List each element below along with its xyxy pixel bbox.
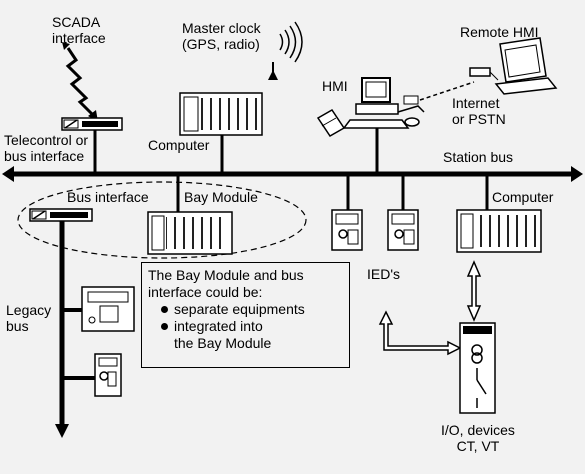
gps-antenna-icon <box>268 21 303 80</box>
note-bullet-2: integrated into <box>161 318 349 335</box>
remote-laptop-icon <box>469 37 558 95</box>
master-clock-label: Master clock (GPS, radio) <box>182 20 261 52</box>
internet-label: Internet or PSTN <box>452 95 506 127</box>
ied-link-arrow <box>378 310 462 356</box>
scada-radio-link-icon <box>62 42 98 122</box>
telecontrol-label-line-1: Telecontrol or <box>4 132 89 148</box>
top-computer-icon <box>179 92 263 174</box>
grouping-ellipse <box>17 181 307 259</box>
telecontrol-label-line-2: bus interface <box>4 148 85 164</box>
legacy-device-2-icon <box>94 353 122 397</box>
legacy-bus-label-line-1: Legacy <box>6 302 52 318</box>
legacy-device-1-icon <box>81 286 135 332</box>
legacy-bus-label-line-2: bus <box>6 318 29 334</box>
computer-top-label: Computer <box>148 137 210 153</box>
remote-hmi-label: Remote HMI <box>460 24 539 40</box>
internet-label-line-2: or PSTN <box>452 111 506 127</box>
io-devices-label: I/O, devices CT, VT <box>441 422 515 454</box>
internet-label-line-1: Internet <box>452 95 500 111</box>
scada-label-line-2: interface <box>52 30 106 46</box>
io-devices-label-line-1: I/O, devices <box>441 422 515 438</box>
telecontrol-label: Telecontrol or bus interface <box>4 132 88 164</box>
bus-interface-label: Bus interface <box>67 189 149 205</box>
master-clock-label-line-1: Master clock <box>182 20 261 36</box>
note-bullet-list: separate equipments integrated into the … <box>148 301 349 352</box>
station-bus-line <box>2 166 583 182</box>
hmi-label: HMI <box>322 78 348 94</box>
hmi-workstation-icon <box>316 77 475 174</box>
telecontrol-device-icon <box>61 117 123 174</box>
note-bullet-2-continuation: the Bay Module <box>174 335 272 351</box>
station-bus-label: Station bus <box>443 149 514 165</box>
note-bullet-1: separate equipments <box>161 301 349 318</box>
note-box: The Bay Module and bus interface could b… <box>141 262 350 368</box>
master-clock-label-line-2: (GPS, radio) <box>182 36 260 52</box>
legacy-bus-label: Legacy bus <box>6 302 51 334</box>
legacy-bus-line <box>55 214 96 438</box>
io-devices-label-line-2: CT, VT <box>456 438 500 454</box>
scada-label-line-1: SCADA <box>52 14 101 30</box>
scada-label: SCADA interface <box>52 14 106 46</box>
bay-module-rack-icon <box>147 174 233 255</box>
ieds-label: IED's <box>367 266 401 282</box>
note-intro-line-1: The Bay Module and bus <box>148 267 304 283</box>
bay-module-label: Bay Module <box>184 189 258 205</box>
io-link-arrow <box>466 260 482 322</box>
bus-interface-device-icon <box>29 208 93 222</box>
ied-device-2-icon <box>387 174 419 251</box>
right-computer-icon <box>456 174 542 253</box>
io-device-cabinet-icon <box>459 322 496 414</box>
computer-right-label: Computer <box>492 189 554 205</box>
ied-device-1-icon <box>331 174 363 251</box>
note-intro-line-2: interface could be: <box>148 284 263 300</box>
